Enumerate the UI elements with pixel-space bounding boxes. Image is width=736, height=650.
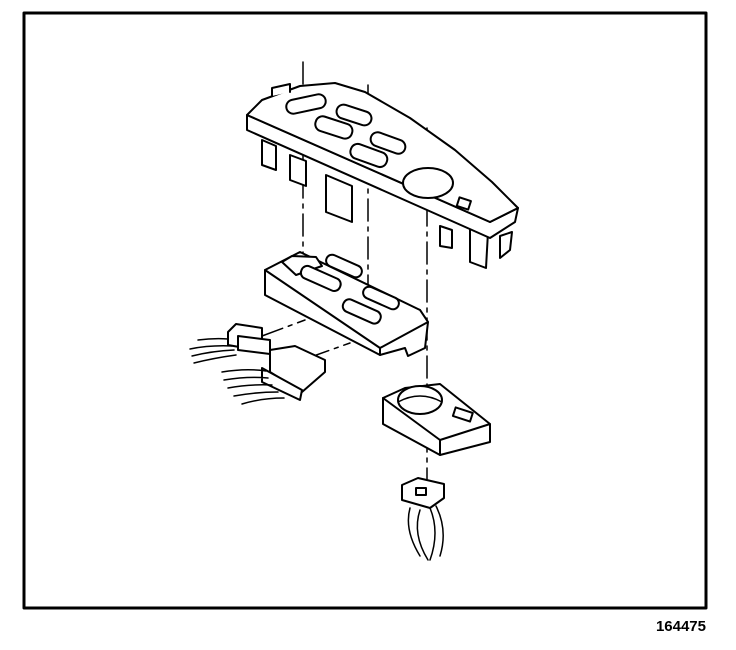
figure-number: 164475 [655, 618, 706, 635]
window-switch-connector-large [221, 345, 326, 405]
power-window-switch-assembly [264, 251, 429, 357]
diagram-border [22, 11, 708, 610]
mirror-switch-connector [401, 477, 445, 561]
mirror-switch [382, 383, 491, 456]
switch-bezel-panel [246, 82, 519, 269]
window-switch-connector-small [189, 323, 271, 364]
